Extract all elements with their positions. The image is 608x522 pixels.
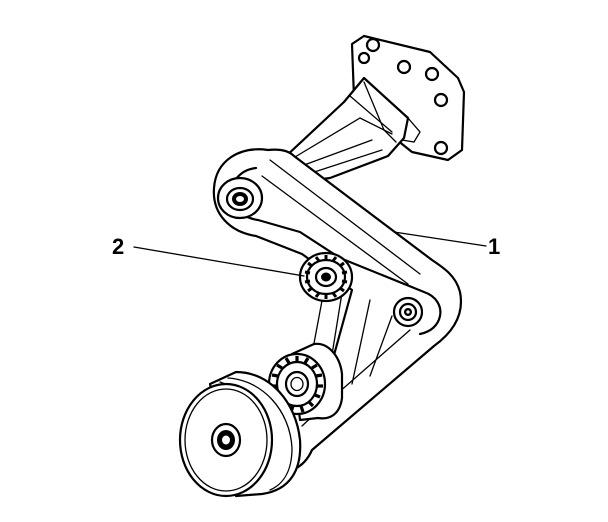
callout-leaders xyxy=(133,231,487,277)
idler-pulley xyxy=(392,296,424,328)
leader-line-1 xyxy=(393,231,487,247)
leader-line-2 xyxy=(133,246,305,277)
bracket-arm xyxy=(282,76,410,184)
callout-label-1: 1 xyxy=(488,234,500,259)
tensioner-pulley xyxy=(216,176,264,220)
callout-label-2: 2 xyxy=(112,234,124,259)
crankshaft-pulley xyxy=(178,370,302,498)
plate-bolt-holes xyxy=(357,37,449,156)
toothed-idler-pulley xyxy=(298,251,354,303)
mounting-bracket xyxy=(282,34,466,184)
